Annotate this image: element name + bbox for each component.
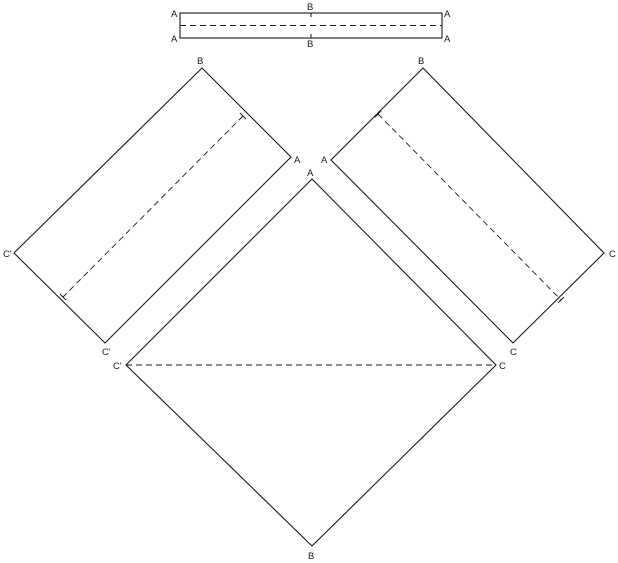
left-panel-outline [13,67,292,344]
strip-label-bot-mid: B [307,39,313,50]
square-label-left: C' [113,361,122,372]
right-panel-outline [330,67,605,344]
square-label-top: A [307,168,314,179]
right-panel-tick-upper [374,110,382,118]
strip-label-bot-left: A [171,34,178,45]
left-panel-piece: B A C' C' [3,56,301,358]
right-panel-label-left: A [321,155,328,166]
right-panel-label-right: C [609,249,616,260]
left-panel-label-left: C' [3,249,12,260]
square-label-right: C [499,361,506,372]
square-piece: A C' C B [113,168,506,562]
left-panel-tick-lower [59,293,67,301]
left-panel-label-top: B [197,56,203,67]
right-panel-tick-lower [557,296,565,304]
strip-label-top-left: A [171,9,178,20]
strip-label-top-mid: B [307,2,313,13]
right-panel-label-top: B [418,56,424,67]
right-panel-label-bottom: C [510,347,517,358]
strip-label-bot-right: A [444,34,451,45]
left-panel-label-right: A [294,155,301,166]
right-panel-fold-line [377,113,562,301]
left-panel-fold-line [62,115,244,298]
left-panel-label-bottom: C' [102,347,111,358]
left-panel-tick-upper [239,112,247,120]
square-outline [125,178,497,547]
square-label-bottom: B [308,551,314,562]
strip-label-top-right: A [444,9,451,20]
strip-piece: A B A A B A [171,2,451,50]
right-panel-piece: B A C C [321,56,616,358]
